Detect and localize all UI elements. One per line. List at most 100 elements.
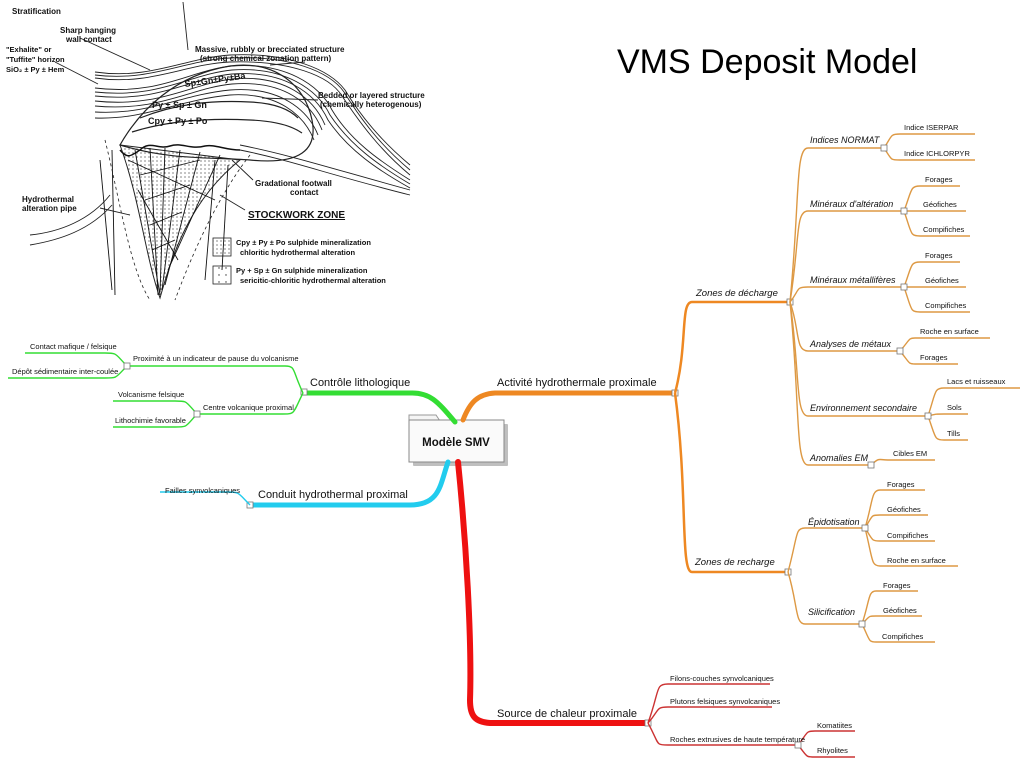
node-label: Analyses de métaux [809,339,892,349]
node-label: "Tuffite" horizon [6,55,65,64]
connector-line [789,301,900,352]
connector-line [127,159,216,201]
connector-line [113,400,198,415]
sketch-annotations: Stratification Sharp hanging wall contac… [6,7,425,221]
node-label: Minéraux métallifères [810,275,896,285]
node-label: Activité hydrothermale proximale [497,377,657,389]
collapse-toggle[interactable] [900,283,908,291]
connector-line [160,491,251,506]
connector-line [927,413,968,417]
central-node[interactable]: Modèle SMV [408,414,508,466]
connector-line [94,69,411,185]
connector-line [261,97,319,101]
connector-line [94,83,323,131]
mind-map: Modèle SMV Contrôle lithologique Conduit… [8,123,1020,758]
node-label: Conduit hydrothermal proximal [258,489,408,501]
collapse-toggle[interactable] [867,461,875,469]
node-label: Stratification [12,7,61,16]
discharge-lines [789,133,1020,466]
node-label: Forages [887,480,915,489]
node-label: Komatiites [817,721,852,730]
connector-line [151,239,176,251]
connector-line [864,527,958,567]
connector-line [239,144,411,191]
central-node-label: Modèle SMV [422,437,490,449]
legend-swatch-chloritic [212,237,232,257]
collapse-toggle[interactable] [861,524,869,532]
sketch-pointers [54,1,319,216]
node-label: Compifiches [923,225,965,234]
activity-children [673,300,790,574]
collapse-toggle[interactable] [880,144,888,152]
branch-conduit[interactable]: Conduit hydrothermal proximal [246,459,451,509]
node-label: Indice ISERPAR [904,123,959,132]
node-label: Minéraux d'altération [810,199,893,209]
node-label: alteration pipe [22,204,77,213]
node-label: Indice ICHLORPYR [904,149,970,158]
connector-line [647,722,798,746]
connector-line [79,37,151,71]
sketch-stockwork-pipe [99,139,251,301]
collapse-toggle[interactable] [193,410,201,418]
node-label: Proximité à un indicateur de pause du vo… [133,354,299,363]
heat-labels: Filons-couches synvolcaniques Plutons fe… [670,674,852,755]
node-label: wall contact [65,35,112,44]
connector-line [94,65,411,181]
node-label: SiO₂ ± Py ± Hem [6,65,65,74]
collapse-toggle[interactable] [123,362,131,370]
collapse-toggle[interactable] [794,741,802,749]
connector-line [789,286,904,303]
node-label: Forages [925,175,953,184]
connector-line [139,100,299,119]
node-label: sericitic-chloritic hydrothermal alterat… [240,276,386,285]
node-label: chloritic hydrothermal alteration [240,248,355,257]
node-label: Volcanisme felsique [118,390,184,399]
node-label: Lacs et ruisseaux [947,377,1006,386]
connector-line [119,144,242,300]
node-label: Sharp hanging [60,26,116,35]
branch-heat[interactable]: Source de chaleur proximale [455,459,652,727]
node-label: Zones de recharge [694,557,775,568]
collapse-toggle[interactable] [896,347,904,355]
collapse-toggle[interactable] [300,388,308,396]
node-label: Gradational footwall [255,179,332,188]
connector-line [94,94,315,141]
sketch-legend: Cpy ± Py ± Po sulphide mineralization ch… [212,237,386,285]
connector-line [144,184,191,201]
node-label: Source de chaleur proximale [497,708,637,720]
connector-line [137,189,179,261]
vms-sketch: Sp±Gn±Py±Ba Py ± Sp ± Gn Cpy ± Py ± Po [6,1,425,301]
connector-line [131,118,303,134]
node-label: Anomalies EM [809,453,869,463]
collapse-toggle[interactable] [858,620,866,628]
node-label: Épidotisation [808,517,860,527]
node-label: Filons-couches synvolcaniques [670,674,774,683]
node-label: Indices NORMAT [810,135,881,145]
connector-line [300,390,458,425]
branch-lithologic[interactable]: Contrôle lithologique [300,377,458,425]
connector-line [94,73,411,189]
branch-activity[interactable]: Activité hydrothermale proximale [460,377,679,423]
collapse-toggle[interactable] [900,207,908,215]
node-label: Compifiches [925,301,967,310]
connector-line [903,185,960,212]
connector-line [789,210,904,303]
node-label: Cpy ± Py ± Po [148,116,208,126]
connector-line [789,301,871,466]
stockwork-label: STOCKWORK ZONE [248,210,345,221]
node-label: Forages [883,581,911,590]
zone-labels: Zones de décharge Zones de recharge [694,288,794,576]
sketch-zone-labels: Sp±Gn±Py±Ba Py ± Sp ± Gn Cpy ± Py ± Po [148,70,247,126]
connector-line [99,207,131,216]
slide-title: VMS Deposit Model [617,43,917,81]
connector-line [219,194,246,211]
conduit-children: Failles synvolcaniques [160,486,251,506]
node-label: Bedded or layered structure [318,91,425,100]
node-label: Contrôle lithologique [310,377,410,389]
node-label: Roche en surface [920,327,979,336]
connector-line [673,392,788,574]
collapse-toggle[interactable] [924,412,932,420]
connector-line [789,147,884,303]
connector-line [247,459,451,508]
